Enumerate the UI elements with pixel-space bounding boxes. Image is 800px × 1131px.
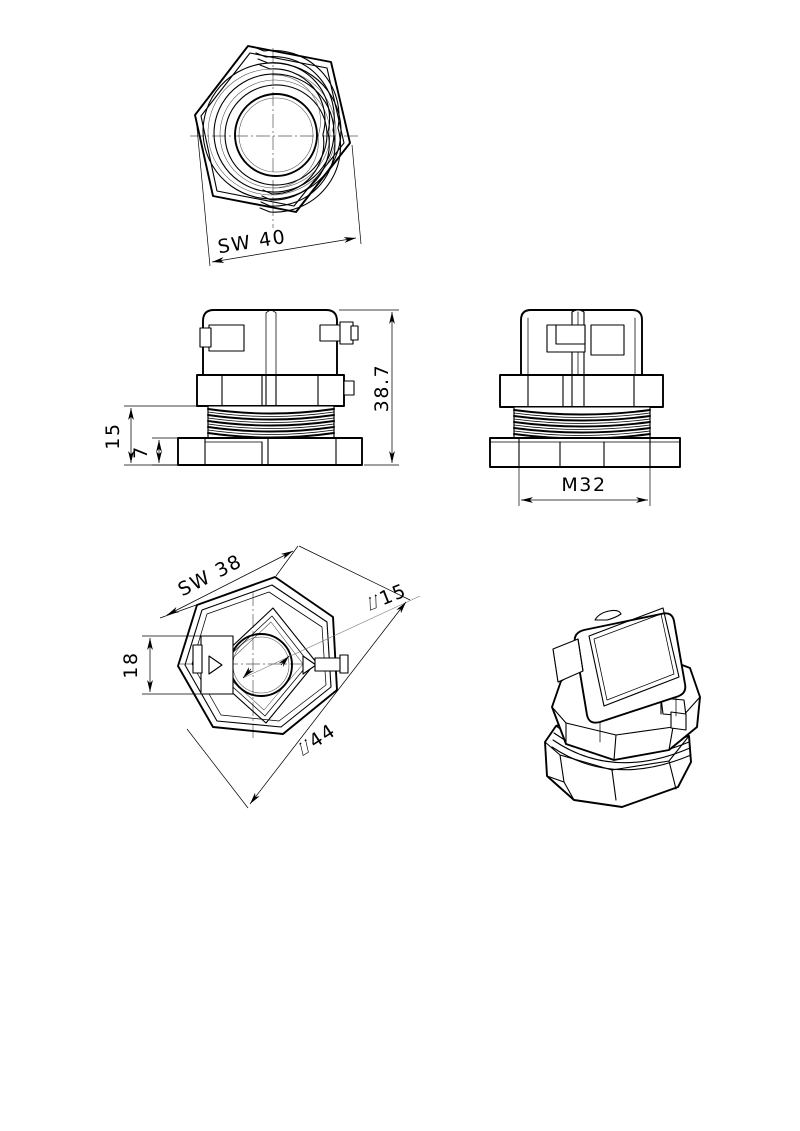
dim-38-7: 38.7 <box>339 309 399 466</box>
dim-18-label: 18 <box>120 651 142 678</box>
front-hex-collar-facets <box>221 374 319 407</box>
dim-sw38: SW 38 <box>159 545 299 619</box>
top-bore-inner <box>238 97 314 173</box>
dim-d15-label: ⌰15 <box>363 579 410 615</box>
rear-hex-collar <box>499 374 664 408</box>
rear-lock-nut <box>489 437 681 468</box>
dim-sw38-label: SW 38 <box>175 550 247 601</box>
front-lock-nut-facets <box>204 437 337 466</box>
front-left-tab <box>208 324 245 352</box>
bottom-bore-inner <box>232 636 290 694</box>
front-view: 38.7 15 7 <box>102 309 399 466</box>
iso-cap-nub <box>594 609 622 621</box>
front-right-lever-tip <box>350 325 359 341</box>
top-hex-inner-chamfer <box>200 52 345 207</box>
bottom-right-lever-tip <box>339 654 349 674</box>
bottom-left-arrow-pad <box>208 655 223 675</box>
dim-15-label: 15 <box>102 422 124 449</box>
iso-side-tab <box>670 711 687 731</box>
rear-hex-collar-facets <box>527 374 635 408</box>
top-ring-5 <box>224 84 328 186</box>
dim-m32-label: M32 <box>561 474 606 496</box>
iso-cap-face <box>588 607 680 707</box>
iso-view <box>544 607 701 808</box>
rear-right-window <box>590 324 625 356</box>
bottom-right-lever-arm <box>314 657 344 672</box>
dim-d44-label: ⌰44 <box>293 719 340 760</box>
front-lock-nut <box>177 437 363 466</box>
front-left-tab-ear <box>199 327 212 348</box>
dim-18: 18 <box>120 635 232 695</box>
dim-sw40-label: SW 40 <box>216 226 288 259</box>
iso-cap-face-inner <box>593 613 675 701</box>
top-thread-arcs <box>253 46 342 213</box>
rear-thread-shank <box>513 406 651 440</box>
top-ring-2 <box>207 68 337 196</box>
top-bore-outer <box>234 93 318 177</box>
rear-lock-nut-facets <box>489 437 681 468</box>
top-hex-outer <box>194 45 351 213</box>
top-ring-3 <box>213 73 335 193</box>
bottom-left-clamp-ear <box>192 644 203 674</box>
rear-view: M32 <box>489 309 681 506</box>
front-thread-shank <box>207 405 335 439</box>
iso-cap-body <box>573 612 687 724</box>
bottom-bore <box>229 633 293 697</box>
top-view-centerlines <box>190 48 360 228</box>
rear-left-window-inner <box>555 324 586 345</box>
front-collar-lug <box>343 380 355 396</box>
top-view: SW 40 <box>190 45 362 267</box>
dim-7-label: 7 <box>130 445 152 459</box>
dim-m32: M32 <box>518 467 651 506</box>
top-ring-1 <box>202 62 342 200</box>
dim-7: 7 <box>130 437 180 466</box>
bottom-view: SW 38 18 ⌰15 ⌰44 <box>120 545 421 809</box>
front-hex-collar <box>196 374 345 407</box>
dim-15: 15 <box>102 405 197 466</box>
dim-38-7-label: 38.7 <box>371 364 393 413</box>
